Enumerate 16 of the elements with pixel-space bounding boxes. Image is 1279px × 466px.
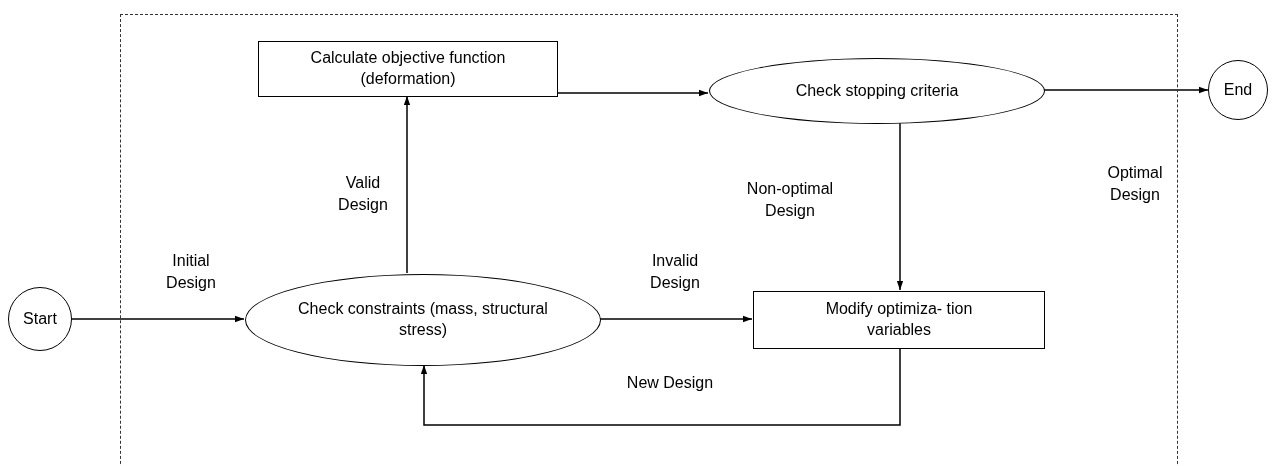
arrow	[599, 315, 753, 323]
node-text: End	[1223, 79, 1253, 100]
node-text: Start	[23, 308, 57, 329]
node-text: Check stopping criteria	[795, 80, 959, 101]
arrow	[71, 315, 245, 323]
process-box	[258, 41, 558, 97]
arrow	[1043, 86, 1209, 94]
arrow	[403, 95, 411, 274]
node-text: Modify optimiza- tion variables	[824, 299, 974, 340]
arrow	[896, 122, 904, 291]
process-box	[753, 291, 1045, 349]
arrow	[556, 89, 709, 97]
node-text: Calculate objective function (deformation)	[309, 48, 507, 89]
node-text: Check constraints (mass, structural stress)	[298, 299, 548, 340]
arrow	[420, 347, 901, 426]
ellipse-node	[1208, 60, 1268, 120]
